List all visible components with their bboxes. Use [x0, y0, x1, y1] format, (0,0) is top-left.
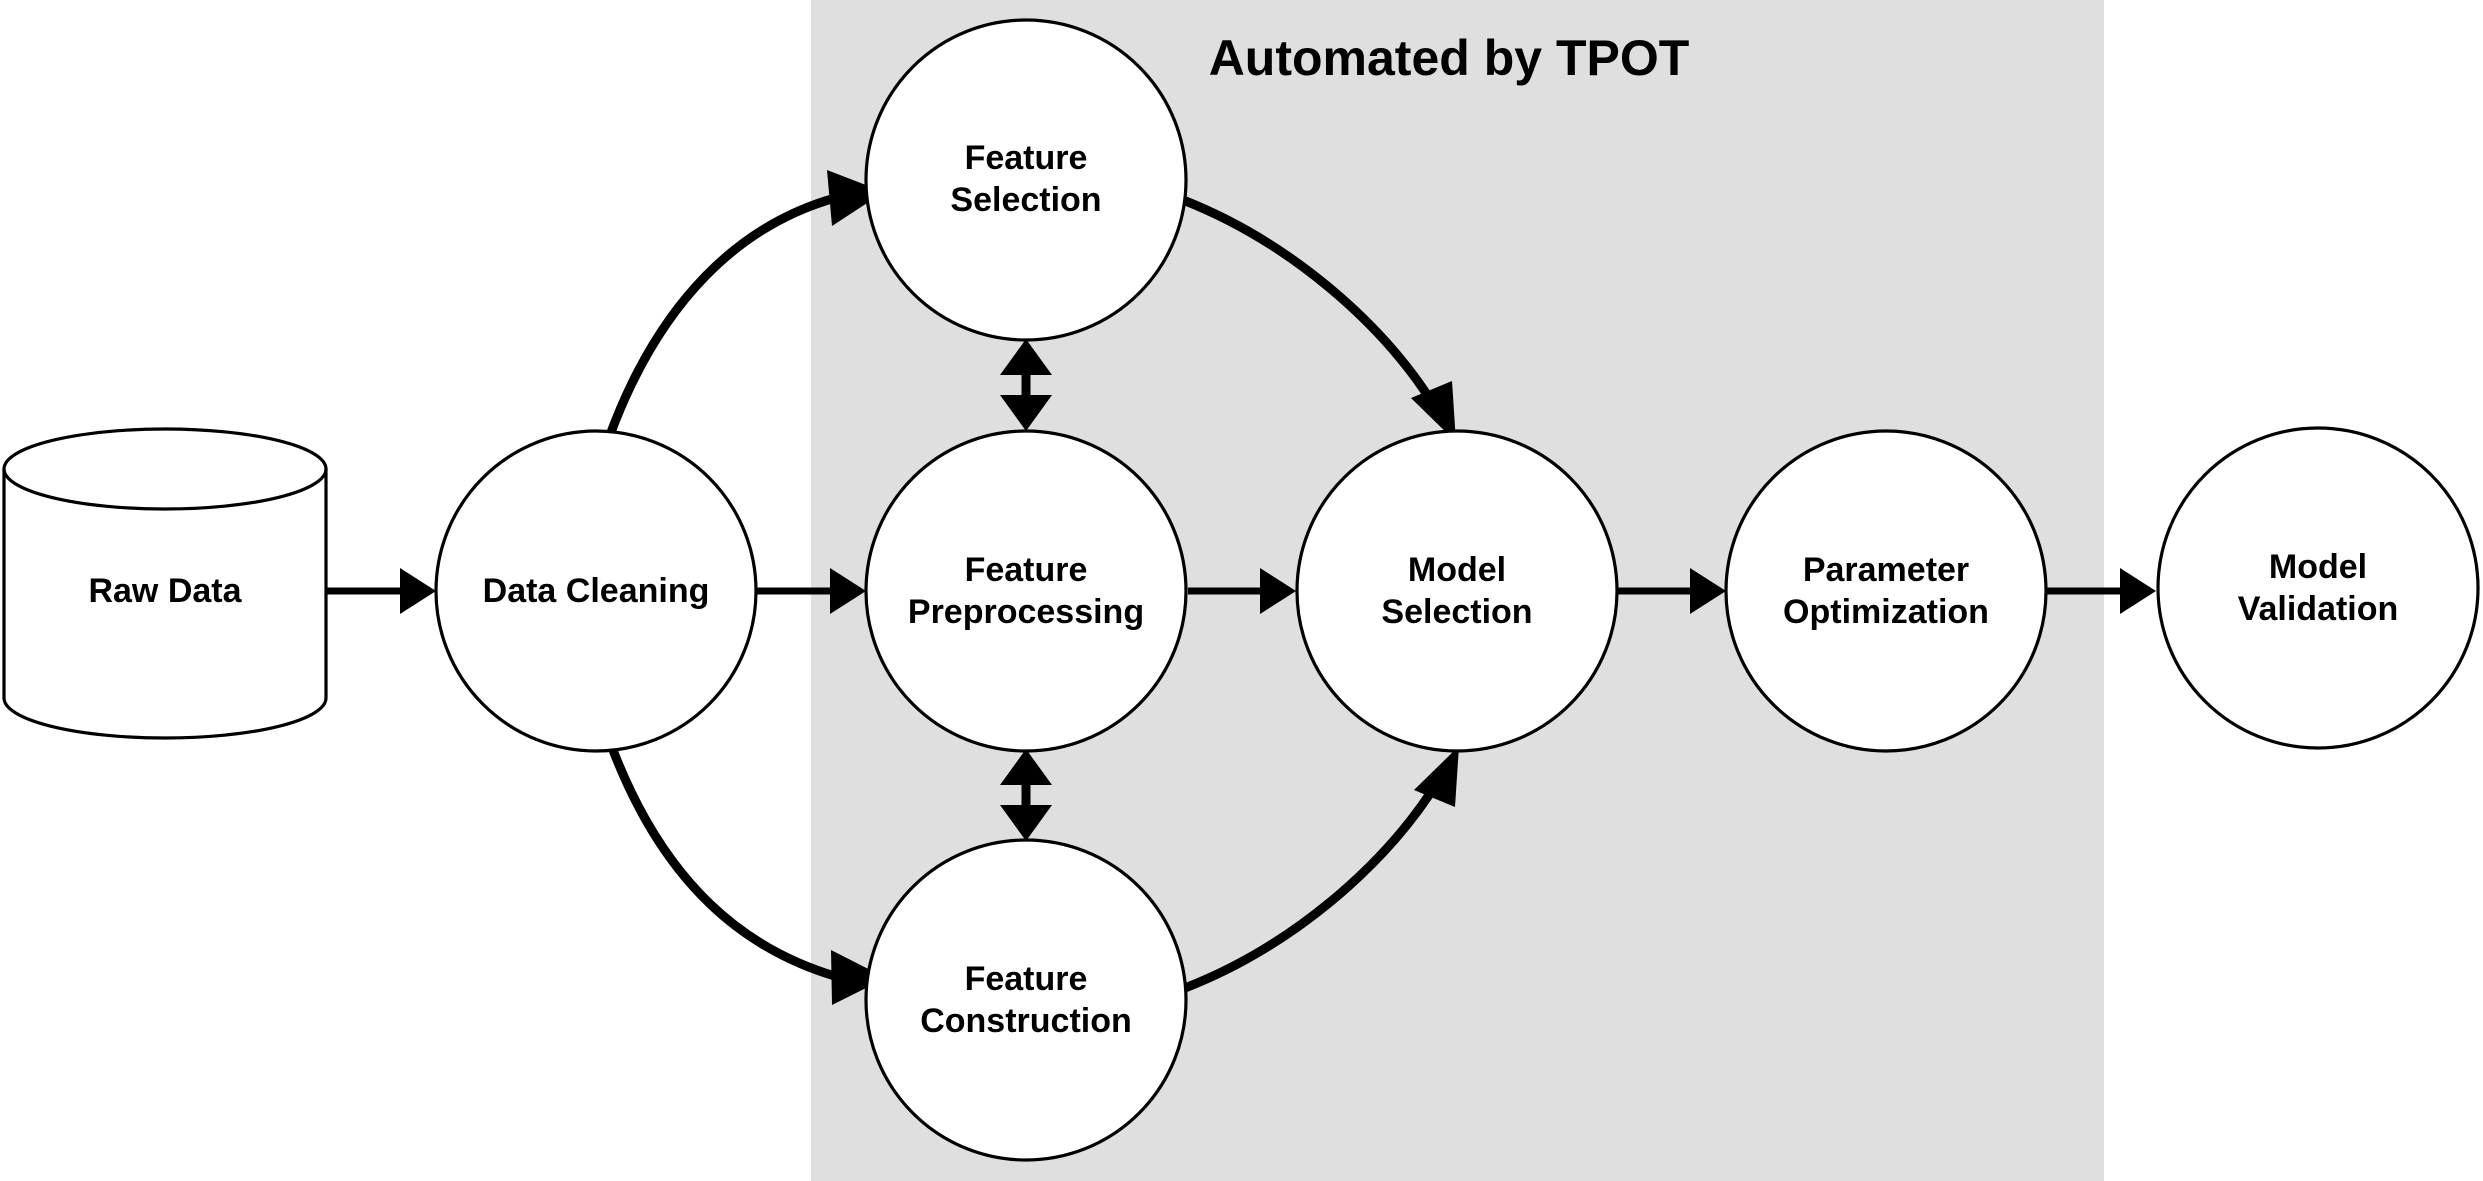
edge-data-cleaning-to-feature-selection [605, 170, 884, 440]
edge-model-selection-to-parameter-optimization [1618, 568, 1726, 614]
node-circle [2156, 426, 2480, 750]
node-label-model-validation-line1: Model [2269, 548, 2367, 586]
node-label-feature-construction-line1: Feature [965, 960, 1088, 998]
node-label-feature-selection-line2: Selection [950, 181, 1101, 219]
cylinder-body [2, 427, 328, 740]
edge-feature-construction-to-model-selection [1180, 746, 1459, 993]
edge-data-cleaning-to-feature-preprocessing [756, 568, 866, 614]
node-label-parameter-optimization-line1: Parameter [1803, 551, 1969, 589]
node-label-model-validation-line2: Validation [2238, 590, 2399, 628]
edge-raw-data-to-data-cleaning [326, 568, 436, 614]
arrowhead-icon [2120, 568, 2156, 614]
node-circle [864, 838, 1188, 1162]
node-feature-selection[interactable]: Feature Selection [864, 18, 1188, 342]
node-raw-data[interactable]: Raw Data [2, 427, 328, 740]
arrowhead-icon [1690, 568, 1726, 614]
node-model-selection[interactable]: Model Selection [1295, 429, 1619, 753]
arrowhead-icon [1414, 746, 1459, 807]
node-label-raw-data: Raw Data [88, 572, 242, 610]
edge-path [1180, 773, 1445, 993]
arrowhead-icon [827, 170, 884, 226]
arrowhead-up-icon [1000, 749, 1052, 785]
arrowhead-down-icon [1000, 805, 1052, 841]
cylinder-top-ellipse [2, 468, 328, 511]
edge-feature-preprocessing-feature-construction [1000, 749, 1052, 841]
edge-feature-selection-feature-preprocessing [1000, 339, 1052, 431]
node-label-feature-selection-line1: Feature [965, 139, 1088, 177]
node-label-feature-preprocessing-line2: Preprocessing [908, 593, 1144, 631]
node-label-model-selection-line1: Model [1408, 551, 1506, 589]
arrowhead-down-icon [1000, 395, 1052, 431]
arrowhead-icon [1411, 381, 1456, 442]
node-data-cleaning[interactable]: Data Cleaning [434, 429, 758, 753]
node-parameter-optimization[interactable]: Parameter Optimization [1724, 429, 2048, 753]
node-label-parameter-optimization-line2: Optimization [1783, 593, 1989, 631]
node-label-data-cleaning: Data Cleaning [483, 572, 710, 610]
arrowhead-icon [400, 568, 436, 614]
edge-path [608, 745, 843, 982]
node-feature-construction[interactable]: Feature Construction [864, 838, 1188, 1162]
region-title: Automated by TPOT [1209, 30, 1690, 86]
node-circle [1295, 429, 1619, 753]
edge-feature-preprocessing-to-model-selection [1188, 568, 1296, 614]
node-label-feature-preprocessing-line1: Feature [965, 551, 1088, 589]
node-circle [864, 18, 1188, 342]
arrowhead-icon [1260, 568, 1296, 614]
arrowhead-icon [831, 950, 886, 1005]
node-circle [434, 429, 758, 753]
edge-feature-selection-to-model-selection [1178, 195, 1456, 442]
node-circle [864, 429, 1188, 753]
node-circle [1724, 429, 2048, 753]
node-model-validation[interactable]: Model Validation [2156, 426, 2480, 750]
edge-data-cleaning-to-feature-construction [608, 745, 886, 1005]
edge-path [1178, 195, 1442, 415]
node-label-feature-construction-line2: Construction [920, 1002, 1132, 1040]
edge-path [605, 193, 840, 440]
arrowhead-icon [830, 568, 866, 614]
edge-parameter-optimization-to-model-validation [2047, 568, 2156, 614]
arrowhead-up-icon [1000, 339, 1052, 375]
node-label-model-selection-line2: Selection [1381, 593, 1532, 631]
node-feature-preprocessing[interactable]: Feature Preprocessing [864, 429, 1188, 753]
